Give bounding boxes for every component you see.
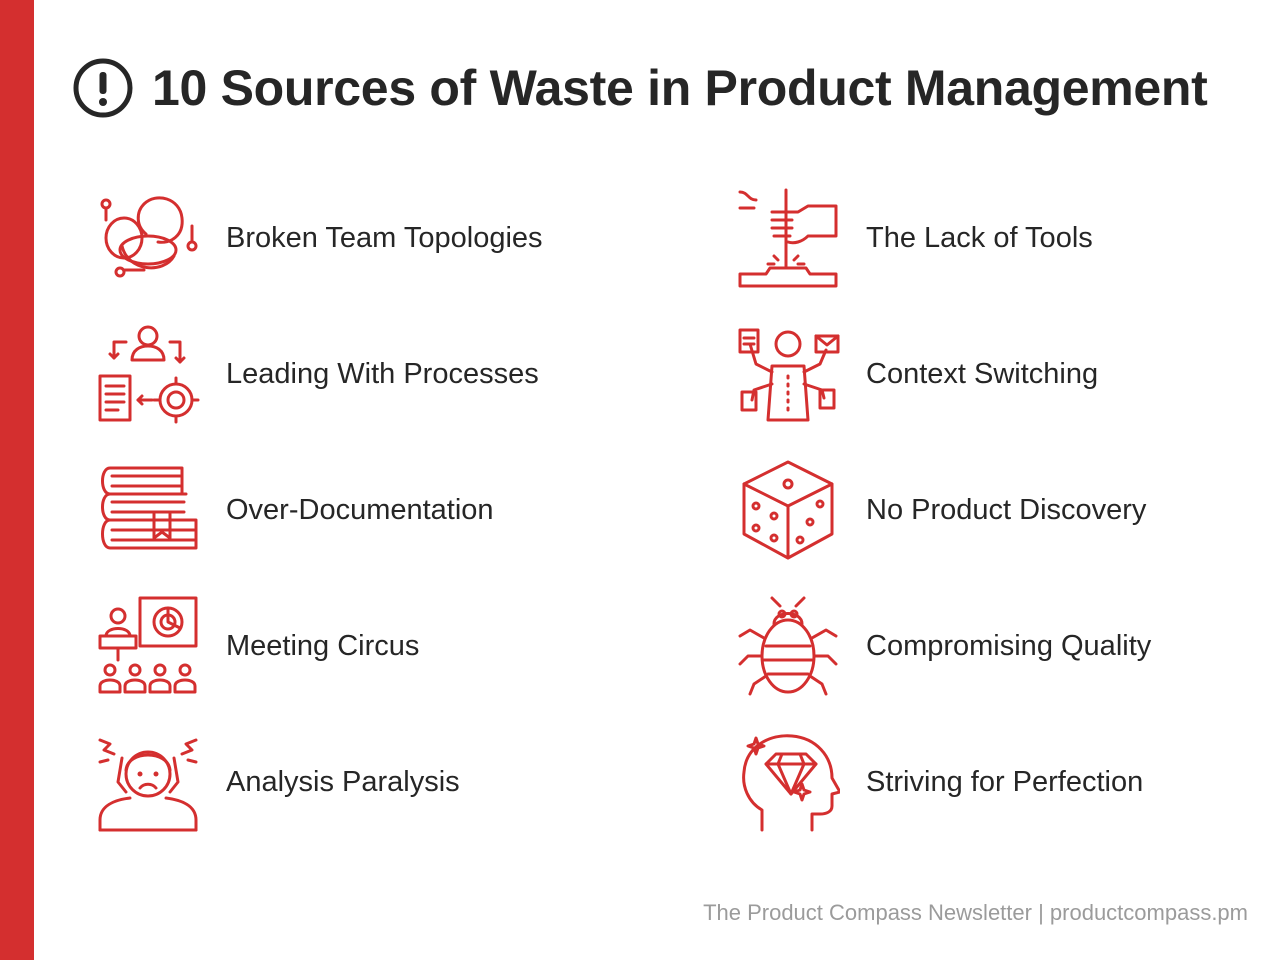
accent-bar	[0, 0, 34, 960]
multitasking-person-icon	[738, 328, 840, 422]
book-stack-icon	[101, 466, 198, 550]
presentation-audience-icon	[98, 596, 198, 694]
item-label: No Product Discovery	[866, 493, 1147, 526]
stressed-person-icon	[98, 738, 198, 832]
list-item: Leading With Processes	[96, 322, 539, 426]
dice-icon	[742, 460, 834, 560]
tangled-heads-icon	[100, 196, 198, 278]
exclamation-circle-icon	[73, 58, 133, 118]
hand-carving-icon	[738, 188, 838, 288]
item-label: Over-Documentation	[226, 493, 494, 526]
diamond-head-icon	[742, 734, 840, 832]
item-label: Striving for Perfection	[866, 765, 1144, 798]
footer-credit: The Product Compass Newsletter | product…	[703, 900, 1248, 925]
item-label: The Lack of Tools	[866, 221, 1093, 254]
list-item: Broken Team Topologies	[96, 186, 543, 290]
person-process-gear-icon	[98, 325, 200, 424]
list-item: No Product Discovery	[736, 458, 1146, 562]
list-item: Context Switching	[736, 322, 1098, 426]
item-label: Compromising Quality	[866, 629, 1152, 662]
list-item: Meeting Circus	[96, 594, 419, 698]
bug-icon	[738, 596, 838, 696]
page-title: 10 Sources of Waste in Product Managemen…	[152, 60, 1208, 116]
list-item: The Lack of Tools	[736, 186, 1093, 290]
item-label: Context Switching	[866, 357, 1099, 390]
list-item: Analysis Paralysis	[96, 730, 460, 834]
item-label: Meeting Circus	[226, 629, 420, 662]
item-label: Analysis Paralysis	[226, 765, 460, 798]
list-item: Striving for Perfection	[736, 730, 1143, 834]
item-label: Leading With Processes	[226, 357, 539, 390]
list-item: Over-Documentation	[96, 458, 494, 562]
item-label: Broken Team Topologies	[226, 221, 543, 254]
list-item: Compromising Quality	[736, 594, 1151, 698]
header: 10 Sources of Waste in Product Managemen…	[72, 55, 1208, 121]
